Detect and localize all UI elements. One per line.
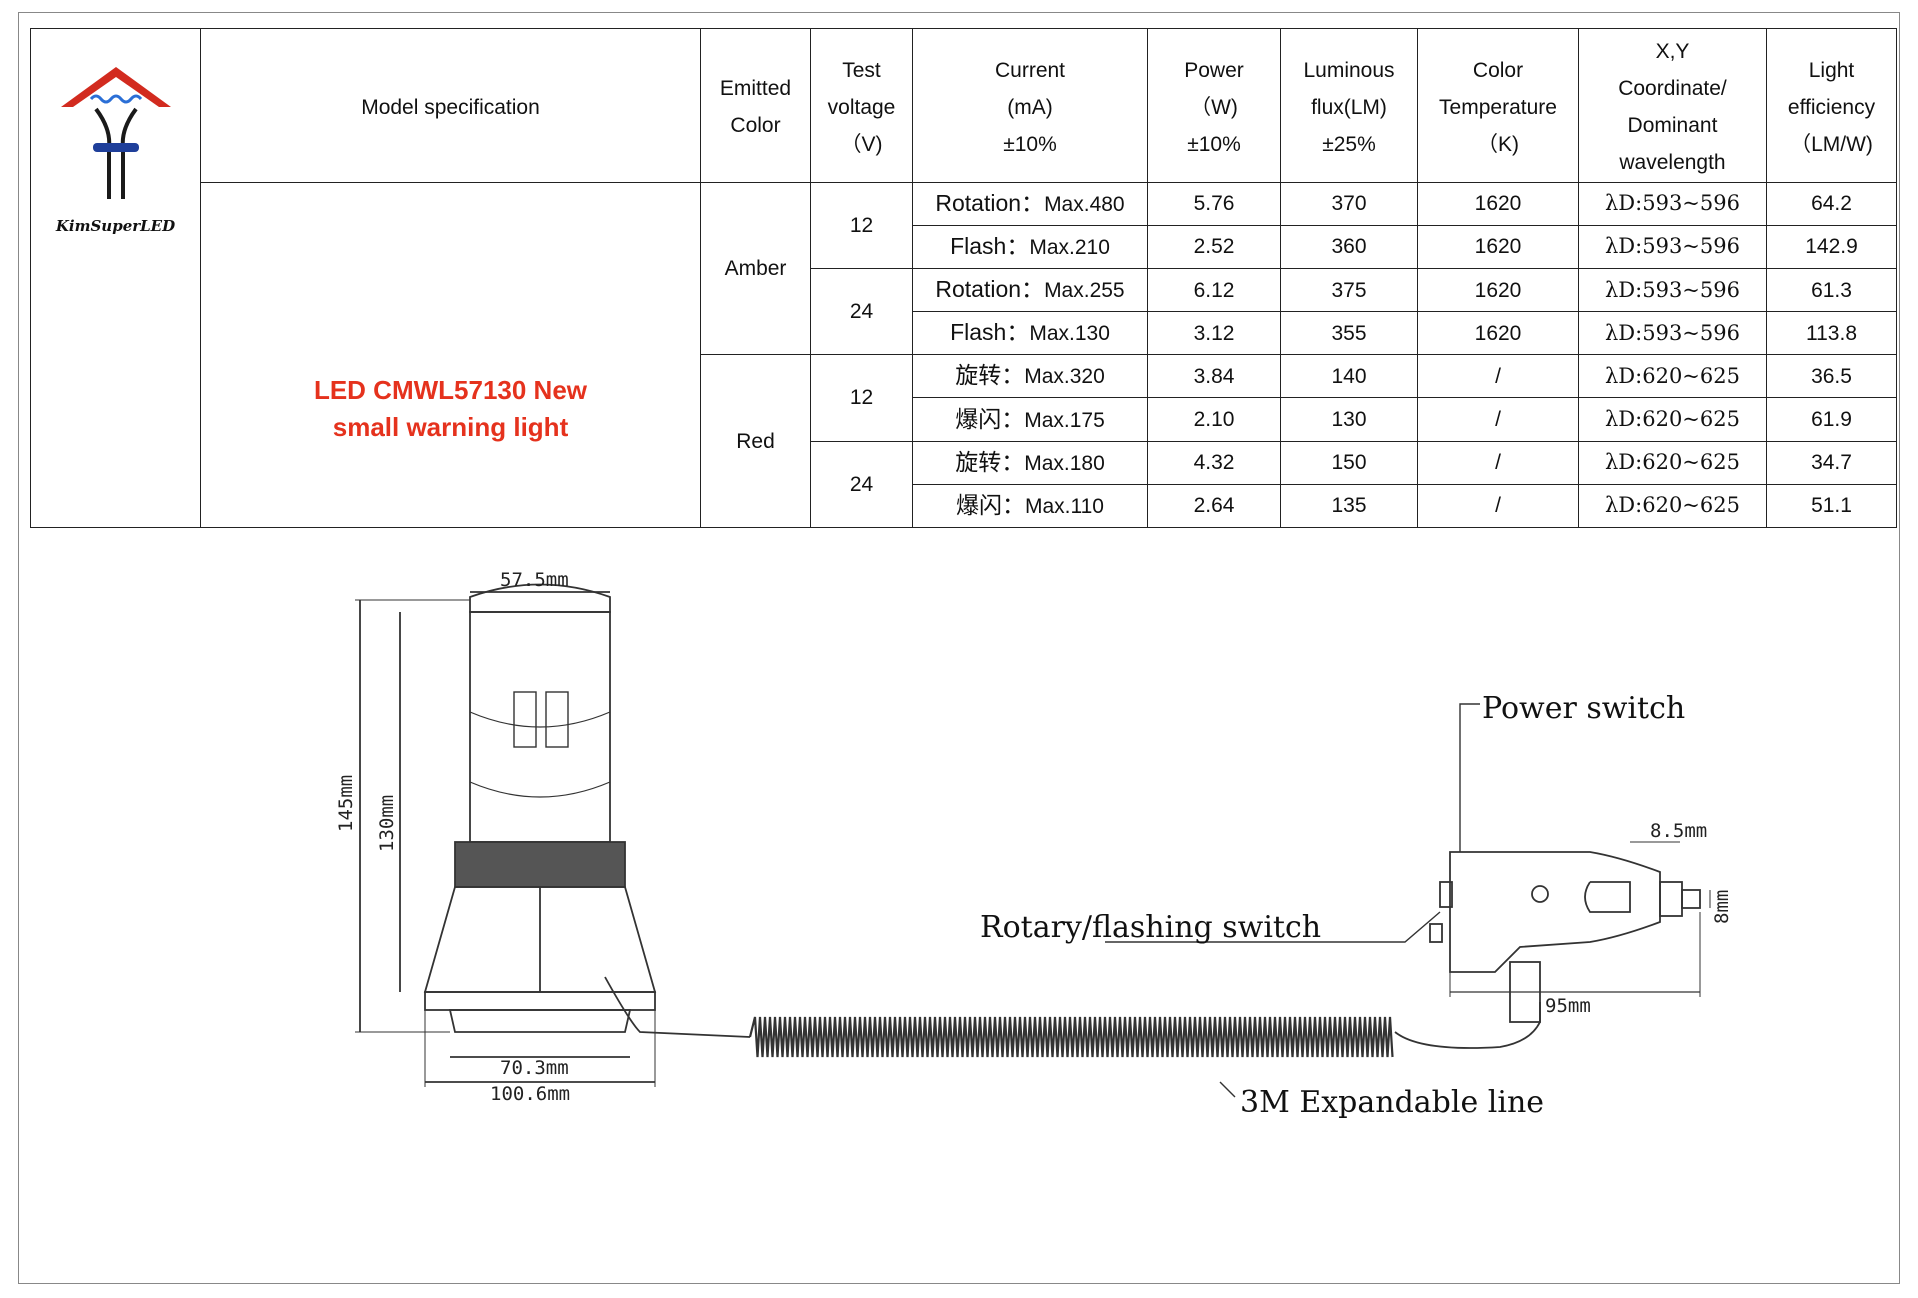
temp-cell: 1620 <box>1417 267 1579 313</box>
power-cell: 3.12 <box>1147 311 1281 356</box>
temp-cell: / <box>1417 397 1579 442</box>
wavelength-cell: λD:593~596 <box>1578 224 1767 269</box>
current-cell: 旋转：Max.180 <box>912 440 1148 485</box>
wavelength-cell: λD:593~596 <box>1578 181 1767 226</box>
efficiency-cell: 64.2 <box>1766 181 1897 226</box>
efficiency-cell: 51.1 <box>1766 483 1897 529</box>
power-cell: 3.84 <box>1147 354 1281 399</box>
wavelength-cell: λD:593~596 <box>1578 267 1767 313</box>
power-cell: 6.12 <box>1147 267 1281 313</box>
temp-cell: 1620 <box>1417 224 1579 269</box>
efficiency-cell: 142.9 <box>1766 224 1897 269</box>
page-frame <box>18 12 1900 1284</box>
flux-cell: 135 <box>1280 483 1418 529</box>
emitted-color-cell: Amber <box>700 181 811 356</box>
flux-cell: 370 <box>1280 181 1418 226</box>
current-cell: Flash：Max.130 <box>912 311 1148 356</box>
logo-text: KimSuperLED <box>55 217 176 235</box>
power-cell: 5.76 <box>1147 181 1281 226</box>
power-cell: 2.10 <box>1147 397 1281 442</box>
dim-body-height: 130mm <box>376 795 398 852</box>
current-cell: Rotation：Max.480 <box>912 181 1148 226</box>
power-cell: 2.64 <box>1147 483 1281 529</box>
temp-cell: 1620 <box>1417 181 1579 226</box>
wavelength-cell: λD:620~625 <box>1578 397 1767 442</box>
voltage-cell: 24 <box>810 440 913 529</box>
flux-cell: 140 <box>1280 354 1418 399</box>
kimsuperled-logo <box>60 67 171 199</box>
flux-cell: 360 <box>1280 224 1418 269</box>
wavelength-cell: λD:593~596 <box>1578 311 1767 356</box>
temp-cell: 1620 <box>1417 311 1579 356</box>
temp-cell: / <box>1417 483 1579 529</box>
label-power-switch: Power switch <box>1482 691 1685 726</box>
current-cell: 爆闪：Max.175 <box>912 397 1148 442</box>
label-expandable-line: 3M Expandable line <box>1240 1085 1544 1120</box>
lamp-dome <box>469 583 611 613</box>
temp-cell: / <box>1417 440 1579 485</box>
dim-magnet-width: 70.3mm <box>500 1057 569 1079</box>
flux-cell: 375 <box>1280 267 1418 313</box>
voltage-cell: 12 <box>810 354 913 442</box>
label-rotary-switch: Rotary/flashing switch <box>980 910 1321 945</box>
current-cell: 旋转：Max.320 <box>912 354 1148 399</box>
wavelength-cell: λD:620~625 <box>1578 354 1767 399</box>
emitted-color-cell: Red <box>700 354 811 528</box>
logo-cell: KimSuperLED <box>30 28 201 528</box>
header-model: Model specification <box>200 28 701 183</box>
dim-tip: 8.5mm <box>1650 820 1707 842</box>
dim-pin: 8mm <box>1711 890 1733 924</box>
wavelength-cell: λD:620~625 <box>1578 440 1767 485</box>
power-plug <box>1449 851 1661 973</box>
current-cell: Flash：Max.210 <box>912 224 1148 269</box>
lamp-collar <box>454 841 626 888</box>
magnet <box>448 1009 632 1033</box>
efficiency-cell: 36.5 <box>1766 354 1897 399</box>
efficiency-cell: 34.7 <box>1766 440 1897 485</box>
flux-cell: 150 <box>1280 440 1418 485</box>
power-cell: 2.52 <box>1147 224 1281 269</box>
efficiency-cell: 61.9 <box>1766 397 1897 442</box>
flux-cell: 130 <box>1280 397 1418 442</box>
header-current: Current(mA)±10% <box>912 28 1148 183</box>
power-cell: 4.32 <box>1147 440 1281 485</box>
voltage-cell: 24 <box>810 267 913 356</box>
current-cell: 爆闪：Max.110 <box>912 483 1148 529</box>
dim-total-height: 145mm <box>335 775 357 832</box>
current-cell: Rotation：Max.255 <box>912 267 1148 313</box>
product-drawing: 57.5mm 145mm 130mm 70.3mm 100.6mm Power … <box>335 569 1733 1120</box>
efficiency-cell: 113.8 <box>1766 311 1897 356</box>
efficiency-cell: 61.3 <box>1766 267 1897 313</box>
dim-base-width: 100.6mm <box>490 1083 570 1105</box>
flux-cell: 355 <box>1280 311 1418 356</box>
wavelength-cell: λD:620~625 <box>1578 483 1767 529</box>
temp-cell: / <box>1417 354 1579 399</box>
voltage-cell: 12 <box>810 181 913 269</box>
coiled-cord <box>748 1016 1394 1058</box>
dim-plug-length: 95mm <box>1545 995 1591 1017</box>
dim-top-width: 57.5mm <box>500 569 569 591</box>
header-power: Power（W)±10% <box>1147 28 1281 183</box>
